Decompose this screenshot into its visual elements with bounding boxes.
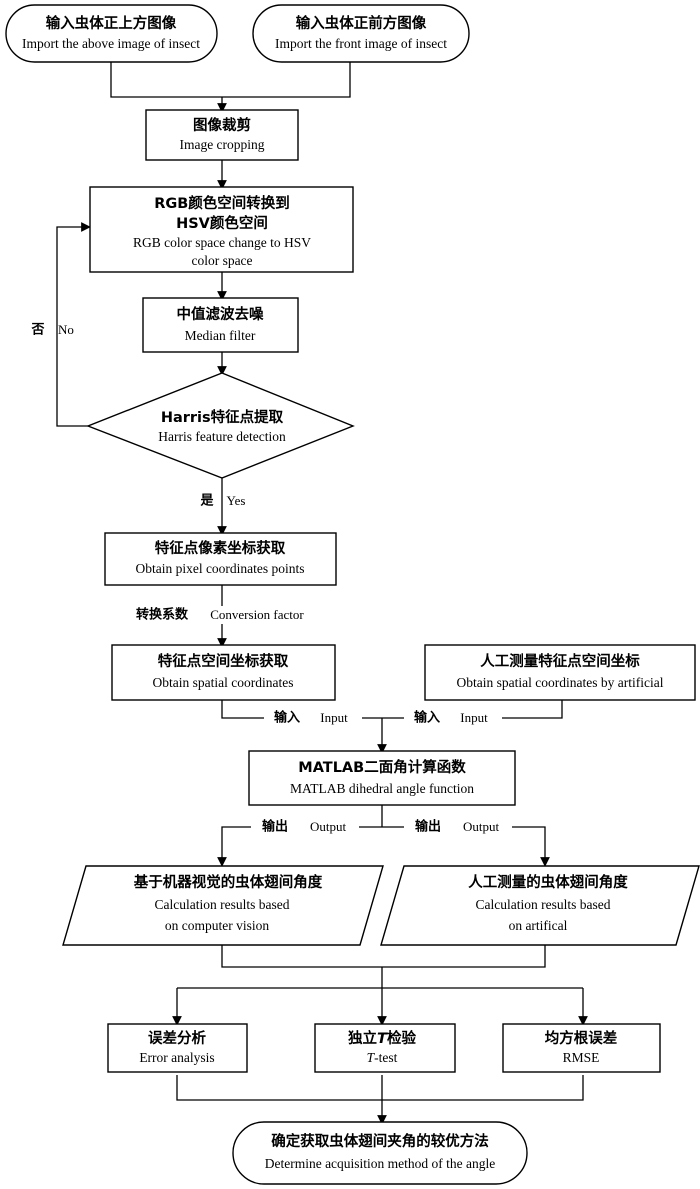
node-error-analysis[interactable]: 误差分析 Error analysis — [107, 1023, 248, 1073]
label-bg-output-left — [251, 819, 359, 836]
edge-label-output-left-en: Output — [310, 819, 347, 834]
node-error-analysis-shape — [107, 1023, 248, 1073]
node-spatial-artificial[interactable]: 人工测量特征点空间坐标 Obtain spatial coordinates b… — [424, 644, 696, 701]
node-rmse[interactable]: 均方根误差 RMSE — [502, 1023, 661, 1073]
node-matlab-function-shape — [248, 750, 516, 806]
node-image-cropping-shape — [145, 109, 299, 161]
edge-label-input-right-cn: 输入 — [414, 710, 440, 726]
node-image-cropping-en: Image cropping — [179, 137, 264, 152]
node-error-analysis-en: Error analysis — [139, 1050, 214, 1065]
edge-label-conversion-cn: 转换系数 — [136, 607, 189, 623]
node-spatial-coordinates[interactable]: 特征点空间坐标获取 Obtain spatial coordinates — [111, 644, 336, 701]
node-rgb-to-hsv-cn2: HSV颜色空间 — [176, 214, 268, 232]
node-rmse-shape — [502, 1023, 661, 1073]
node-spatial-coordinates-shape — [111, 644, 336, 701]
node-median-filter-shape — [142, 297, 299, 353]
node-pixel-coordinates-en: Obtain pixel coordinates points — [135, 561, 304, 576]
node-t-test-en: T-test — [367, 1050, 398, 1065]
label-bg-input-left — [264, 710, 362, 727]
edge-label-yes-cn: 是 — [199, 494, 214, 509]
node-t-test-en-italic: T — [367, 1050, 376, 1065]
node-median-filter-cn: 中值滤波去噪 — [177, 305, 264, 323]
node-input-above-cn: 输入虫体正上方图像 — [46, 14, 177, 32]
node-rgb-to-hsv[interactable]: RGB颜色空间转换到 HSV颜色空间 RGB color space chang… — [89, 186, 354, 273]
edge-label-input-left-en: Input — [320, 710, 348, 725]
label-bg-input-right — [404, 710, 502, 727]
node-harris-detection[interactable]: Harris特征点提取 Harris feature detection — [86, 372, 355, 479]
node-image-cropping-cn: 图像裁剪 — [193, 116, 251, 134]
node-result-artificial-en2: on artifical — [509, 918, 568, 933]
node-input-front[interactable]: 输入虫体正前方图像 Import the front image of inse… — [252, 4, 470, 63]
node-spatial-coordinates-cn: 特征点空间坐标获取 — [158, 652, 289, 670]
node-result-artificial[interactable]: 人工测量的虫体翅间角度 Calculation results based on… — [380, 865, 700, 946]
node-matlab-function-cn: MATLAB二面角计算函数 — [298, 758, 466, 776]
node-harris-detection-en: Harris feature detection — [158, 429, 286, 444]
node-median-filter[interactable]: 中值滤波去噪 Median filter — [142, 297, 299, 353]
node-input-front-en: Import the front image of insect — [275, 36, 447, 51]
node-input-above-en: Import the above image of insect — [22, 36, 200, 51]
node-spatial-artificial-en: Obtain spatial coordinates by artificial — [457, 675, 664, 690]
node-rgb-to-hsv-en1: RGB color space change to HSV — [133, 235, 311, 250]
edge-label-output-right-en: Output — [463, 819, 500, 834]
node-input-above[interactable]: 输入虫体正上方图像 Import the above image of inse… — [5, 4, 218, 63]
node-rmse-en: RMSE — [563, 1050, 600, 1065]
node-determine-method-en: Determine acquisition method of the angl… — [265, 1156, 496, 1171]
connector-layer — [56, 62, 588, 1125]
node-image-cropping[interactable]: 图像裁剪 Image cropping — [145, 109, 299, 161]
node-spatial-artificial-shape — [424, 644, 696, 701]
node-determine-method-shape — [232, 1121, 528, 1185]
node-spatial-artificial-cn: 人工测量特征点空间坐标 — [480, 652, 640, 670]
node-spatial-coordinates-en: Obtain spatial coordinates — [153, 675, 294, 690]
node-t-test-shape — [314, 1023, 456, 1073]
node-t-test-cn-italic: T — [377, 1031, 388, 1047]
node-t-test-cn-pre: 独立 — [348, 1029, 377, 1047]
node-harris-detection-shape — [86, 372, 355, 479]
connector-results-merge — [221, 945, 546, 968]
node-result-vision-en2: on computer vision — [165, 918, 269, 933]
node-result-artificial-shape — [380, 865, 700, 946]
connector-analysis-merge — [176, 1075, 584, 1101]
node-result-artificial-cn: 人工测量的虫体翅间角度 — [468, 873, 628, 891]
node-pixel-coordinates-shape — [104, 532, 337, 586]
node-pixel-coordinates-cn: 特征点像素坐标获取 — [155, 539, 286, 557]
node-result-vision-shape — [62, 865, 384, 946]
node-determine-method-cn: 确定获取虫体翅间夹角的较优方法 — [271, 1132, 489, 1150]
node-error-analysis-cn: 误差分析 — [148, 1029, 206, 1047]
node-input-above-shape — [5, 4, 218, 63]
node-median-filter-en: Median filter — [185, 328, 256, 343]
node-result-vision-cn: 基于机器视觉的虫体翅间角度 — [133, 873, 323, 891]
connector-harris-no-feedback — [56, 222, 91, 427]
node-result-artificial-en1: Calculation results based — [476, 897, 611, 912]
edge-label-no-cn: 否 — [30, 323, 44, 338]
node-t-test-cn: 独立T检验 — [348, 1029, 416, 1047]
node-matlab-function[interactable]: MATLAB二面角计算函数 MATLAB dihedral angle func… — [248, 750, 516, 806]
edge-label-output-left-cn: 输出 — [262, 819, 288, 835]
edge-label-layer: 否 No 是 Yes 转换系数 Conversion factor 输入 Inp… — [30, 322, 512, 836]
label-bg-conversion — [122, 606, 322, 624]
connector-inputs-merge — [110, 62, 351, 98]
node-rmse-cn: 均方根误差 — [545, 1029, 618, 1047]
label-bg-output-right — [404, 819, 512, 836]
edge-label-no-en: No — [58, 322, 74, 337]
node-harris-detection-cn: Harris特征点提取 — [161, 408, 284, 426]
node-result-vision[interactable]: 基于机器视觉的虫体翅间角度 Calculation results based … — [62, 865, 384, 946]
node-input-front-cn: 输入虫体正前方图像 — [296, 14, 427, 32]
node-rgb-to-hsv-shape — [89, 186, 354, 273]
node-t-test[interactable]: 独立T检验 T-test — [314, 1023, 456, 1073]
node-determine-method[interactable]: 确定获取虫体翅间夹角的较优方法 Determine acquisition me… — [232, 1121, 528, 1185]
edge-label-conversion-en: Conversion factor — [210, 607, 304, 622]
edge-label-yes-en: Yes — [227, 493, 246, 508]
edge-label-input-left-cn: 输入 — [274, 710, 300, 726]
node-result-vision-en1: Calculation results based — [155, 897, 290, 912]
edge-label-output-right-cn: 输出 — [415, 819, 441, 835]
node-matlab-function-en: MATLAB dihedral angle function — [290, 781, 474, 796]
node-t-test-en-post: -test — [374, 1050, 397, 1065]
node-rgb-to-hsv-cn1: RGB颜色空间转换到 — [154, 194, 290, 212]
node-t-test-cn-post: 检验 — [387, 1029, 416, 1047]
edge-label-input-right-en: Input — [460, 710, 488, 725]
node-input-front-shape — [252, 4, 470, 63]
node-pixel-coordinates[interactable]: 特征点像素坐标获取 Obtain pixel coordinates point… — [104, 532, 337, 586]
node-rgb-to-hsv-en2: color space — [191, 253, 252, 268]
